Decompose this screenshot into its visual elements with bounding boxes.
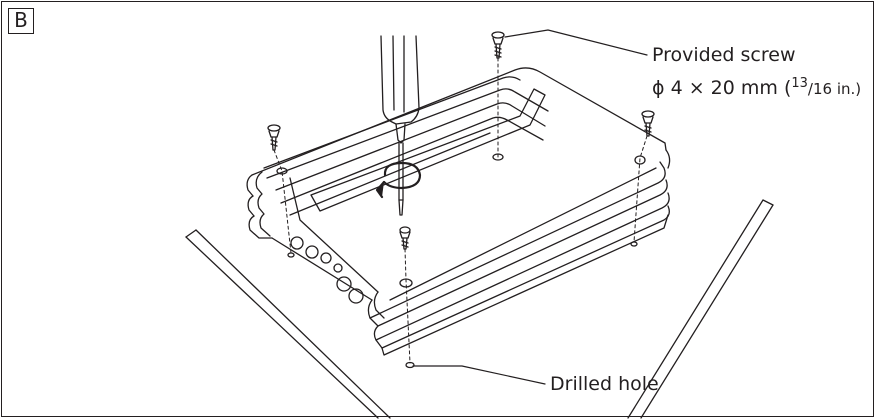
fraction-rest: /16 in.) — [807, 80, 862, 98]
panel-label-badge: B — [8, 8, 34, 34]
amplifier-unit — [246, 67, 671, 356]
diameter-symbol: ϕ — [652, 77, 665, 99]
screw-right — [641, 110, 655, 137]
provided-screw-label: Provided screw — [652, 44, 796, 66]
screwdriver — [375, 35, 422, 216]
callout-leaders — [412, 29, 648, 385]
mounting-board — [185, 199, 774, 419]
board-holes — [287, 241, 638, 369]
screw-size-main: 4 × 20 mm ( — [664, 77, 792, 99]
screw-size-spec: ϕ 4 × 20 mm (13/16 in.) — [652, 72, 861, 101]
screw-top — [491, 31, 505, 59]
drilled-hole-label: Drilled hole — [550, 373, 659, 395]
fraction-numerator: 13 — [791, 76, 808, 91]
screw-left — [267, 124, 281, 151]
screw-guides — [273, 57, 648, 364]
screw-front — [399, 226, 411, 250]
